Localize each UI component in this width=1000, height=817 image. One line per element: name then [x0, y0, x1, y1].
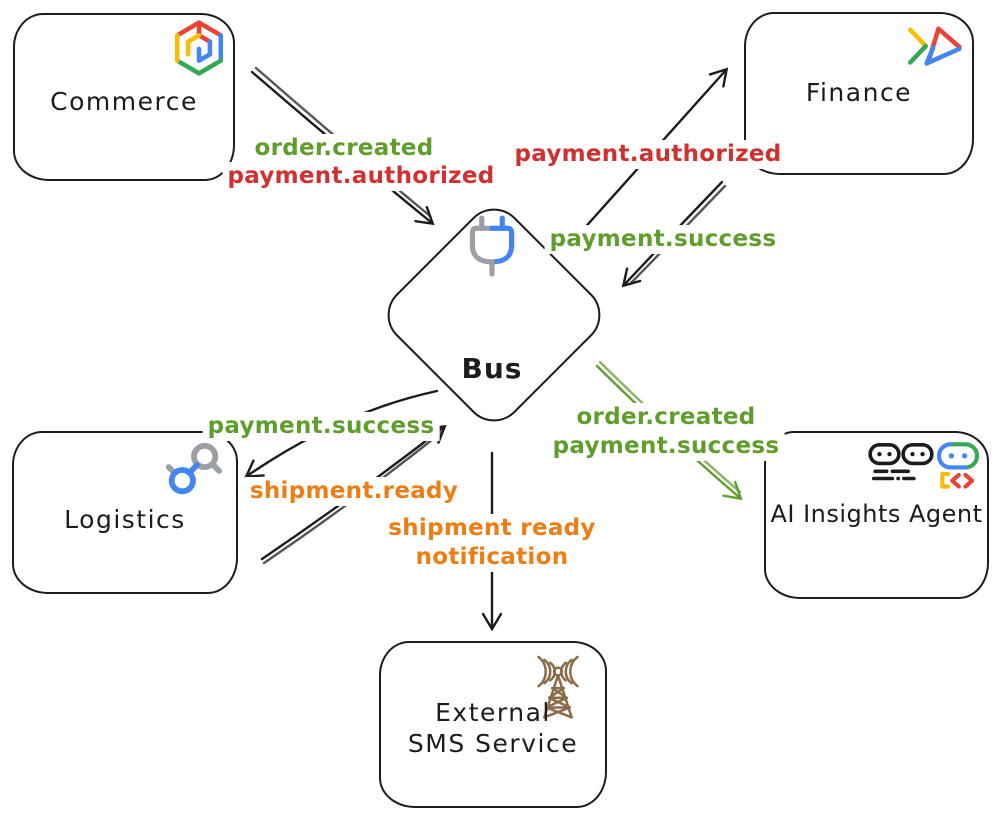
logistics-label: Logistics — [64, 505, 186, 534]
finance-double-arrow-icon — [908, 26, 962, 66]
chat-agents-icon — [868, 442, 934, 481]
edge-label-payment-authorized-finance: payment.authorized — [509, 140, 787, 169]
ai-agent-label: AI Insights Agent — [770, 500, 983, 528]
edge-label-ai-line2: payment.success — [552, 433, 780, 459]
edge-label-ai-line1: order.created — [576, 404, 756, 430]
finance-label: Finance — [805, 78, 913, 107]
sms-label-line2: SMS Service — [407, 729, 579, 758]
sms-label: External SMS Service — [381, 697, 605, 759]
bus-label: Bus — [461, 352, 523, 385]
robot-code-icon — [936, 442, 980, 489]
edge-label-sms-line2: notification — [415, 544, 569, 570]
bus-icon-wrap — [464, 212, 520, 286]
commerce-hexagon-cube-icon — [174, 20, 224, 76]
edge-label-ai-events: order.created payment.success — [547, 403, 785, 461]
edge-label-payment-authorized-commerce: payment.authorized — [222, 162, 500, 191]
edge-label-payment-success-finance: payment.success — [544, 225, 782, 254]
power-plug-icon — [469, 215, 515, 277]
sms-label-line1: External — [435, 698, 551, 727]
radio-tower-icon — [537, 655, 579, 719]
commerce-node[interactable]: Commerce — [13, 13, 235, 181]
edge-label-shipment-ready-notification: shipment ready notification — [383, 514, 601, 572]
ai-agent-node[interactable]: AI Insights Agent — [764, 431, 989, 599]
sms-node[interactable]: External SMS Service — [379, 641, 607, 808]
edge-label-order-created: order.created — [249, 134, 439, 163]
commerce-label: Commerce — [50, 87, 198, 116]
edge-label-payment-success-logistics: payment.success — [202, 412, 440, 441]
edge-label-shipment-ready: shipment.ready — [244, 477, 464, 506]
logistics-node[interactable]: Logistics — [12, 431, 238, 594]
logistics-linked-nodes-icon — [165, 442, 223, 495]
edge-label-sms-line1: shipment ready — [388, 515, 596, 541]
